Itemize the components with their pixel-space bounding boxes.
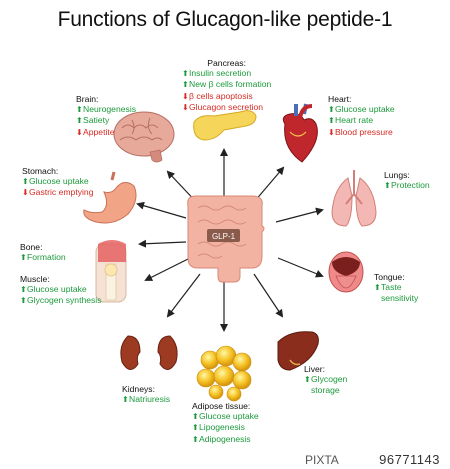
arrow-up-icon: ⬆ [76, 116, 83, 126]
arrows [136, 148, 324, 332]
list-item: ⬆Taste [374, 282, 402, 293]
list-item: ⬇Appetite [76, 126, 115, 137]
arrow-to-muscle [144, 257, 191, 281]
arrow-to-kidneys [166, 273, 201, 318]
arrow-down-icon: ⬇ [182, 102, 189, 112]
bone-block: Bone: ⬆Formation [20, 242, 66, 263]
pancreas-icon [193, 110, 257, 141]
arrow-down-icon: ⬇ [328, 127, 335, 137]
stomach-block: Stomach: ⬆Glucose uptake ⬇Gastric emptyi… [22, 166, 93, 199]
brain-heading: Brain: [76, 94, 99, 104]
list-item: ⬆Neurogenesis [76, 104, 137, 115]
muscle-block: Muscle: ⬆Glucose uptake ⬆Glycogen synthe… [20, 274, 102, 307]
heart-heading: Heart: [328, 94, 352, 104]
list-item: storage [311, 385, 340, 396]
arrow-up-icon: ⬆ [20, 285, 27, 295]
list-item: ⬆Heart rate [328, 115, 374, 126]
muscle-heading: Muscle: [20, 274, 50, 284]
list-item: sensitivity [381, 293, 419, 304]
list-item: ⬇Gastric emptying [22, 187, 94, 198]
arrow-up-icon: ⬆ [182, 69, 189, 79]
stomach-icon [83, 171, 137, 224]
list-item: ⬆Formation [20, 252, 66, 263]
lungs-heading: Lungs: [384, 170, 410, 180]
arrow-to-bone [138, 239, 187, 248]
list-item: ⬆Glycogen [304, 374, 348, 385]
arrow-up-icon: ⬆ [384, 181, 391, 191]
adipose-tissue-icon [196, 345, 252, 402]
liver-heading: Liver: [304, 364, 326, 374]
footer-brand: PIXTA [305, 453, 339, 467]
liver-icon [277, 331, 319, 371]
arrow-up-icon: ⬆ [328, 116, 335, 126]
list-item: ⬆Glycogen synthesis [20, 295, 102, 306]
kidneys-heading: Kidneys: [122, 384, 155, 394]
list-item: ⬆Glucose uptake [192, 411, 259, 422]
arrow-up-icon: ⬆ [328, 105, 335, 115]
list-item: ⬆Natriuresis [122, 394, 171, 405]
list-item: ⬆Glucose uptake [20, 284, 87, 295]
kidneys-icon [120, 335, 178, 370]
arrow-up-icon: ⬆ [182, 80, 189, 90]
pancreas-heading: Pancreas: [207, 58, 246, 68]
list-item: ⬆Protection [384, 180, 430, 191]
heart-icon [282, 103, 318, 163]
list-item: ⬇β cells apoptosis [182, 90, 253, 101]
list-item: ⬆Satiety [76, 115, 110, 126]
arrow-to-tongue [277, 257, 324, 278]
arrow-to-lungs [275, 207, 324, 223]
adipose-block: Adipose tissue: ⬆Glucose uptake ⬆Lipogen… [192, 401, 259, 445]
list-item: ⬇Glucagon secretion [182, 101, 264, 112]
tongue-icon [328, 251, 364, 293]
arrow-up-icon: ⬆ [192, 434, 199, 444]
arrow-up-icon: ⬆ [374, 283, 381, 293]
adipose-heading: Adipose tissue: [192, 401, 251, 411]
arrow-up-icon: ⬆ [192, 423, 199, 433]
arrow-to-liver [253, 273, 284, 318]
pancreas-block: Pancreas: ⬆Insulin secretion ⬆New β cell… [182, 58, 271, 113]
heart-block: Heart: ⬆Glucose uptake ⬆Heart rate ⬇Bloo… [328, 94, 395, 138]
stomach-heading: Stomach: [22, 166, 59, 176]
arrow-down-icon: ⬇ [182, 91, 189, 101]
arrow-up-icon: ⬆ [192, 412, 199, 422]
arrow-up-icon: ⬆ [20, 253, 27, 263]
brain-block: Brain: ⬆Neurogenesis ⬆Satiety ⬇Appetite [76, 94, 136, 138]
arrow-up-icon: ⬆ [20, 296, 27, 306]
lungs-icon [331, 170, 377, 227]
list-item: ⬆Lipogenesis [192, 422, 245, 433]
liver-block: Liver: ⬆Glycogen storage [304, 364, 347, 396]
kidneys-block: Kidneys: ⬆Natriuresis [122, 384, 170, 405]
arrow-to-stomach [136, 201, 187, 219]
glp1-label: GLP-1 [212, 232, 236, 241]
brain-icon [113, 111, 175, 163]
tongue-heading: Tongue: [374, 272, 405, 282]
arrow-up-icon: ⬆ [304, 375, 311, 385]
tongue-block: Tongue: ⬆Taste sensitivity [374, 272, 418, 304]
intestine-illustration [187, 195, 265, 283]
knee-joint-icon [95, 240, 127, 303]
list-item: ⬆Adipogenesis [192, 433, 251, 444]
lungs-block: Lungs: ⬆Protection [384, 170, 430, 191]
footer-image-id: 96771143 [379, 452, 440, 467]
list-item: ⬆Glucose uptake [328, 104, 395, 115]
list-item: ⬇Blood pressure [328, 126, 393, 137]
arrow-up-icon: ⬆ [22, 177, 29, 187]
footer-strip [0, 451, 450, 469]
arrow-up-icon: ⬆ [122, 395, 129, 405]
list-item: ⬆Insulin secretion [182, 68, 252, 79]
arrow-down-icon: ⬇ [76, 127, 83, 137]
bone-heading: Bone: [20, 242, 43, 252]
list-item: ⬆New β cells formation [182, 79, 272, 90]
arrow-to-heart [253, 166, 285, 203]
arrow-down-icon: ⬇ [22, 188, 29, 198]
list-item: ⬆Glucose uptake [22, 176, 89, 187]
arrow-up-icon: ⬆ [76, 105, 83, 115]
page-title: Functions of Glucagon-like peptide-1 [57, 8, 393, 31]
